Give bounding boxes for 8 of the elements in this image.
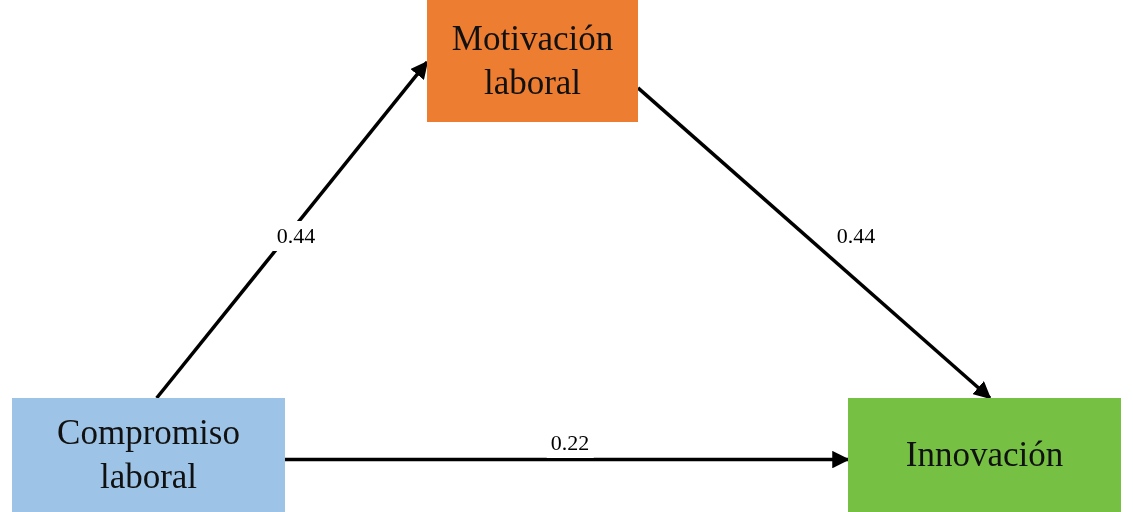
node-label: Motivación laboral (450, 18, 615, 104)
node-label: Innovación (905, 434, 1064, 477)
arrow (285, 450, 850, 469)
process-box (427, 0, 638, 122)
node-label: Compromiso laboral (56, 412, 241, 498)
process-box (848, 398, 1121, 512)
arrow (155, 60, 429, 400)
process-box (12, 398, 285, 512)
